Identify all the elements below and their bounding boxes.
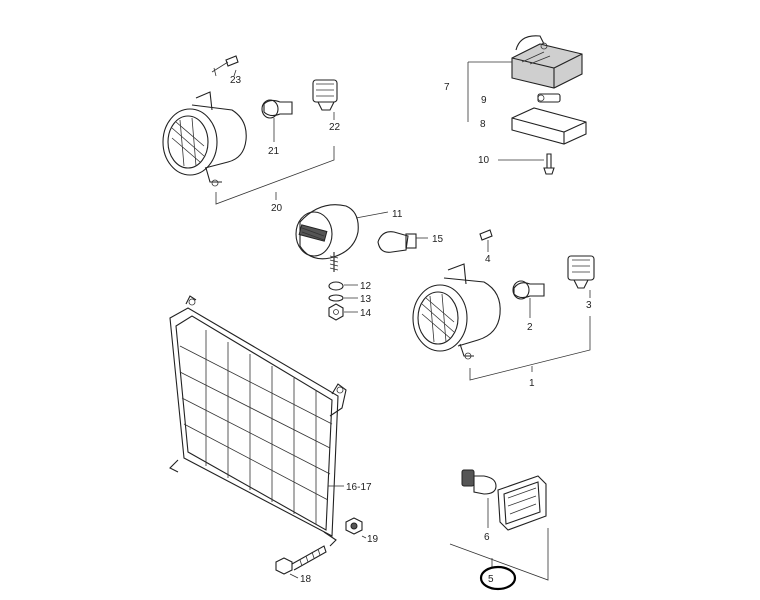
base-plate-8 <box>511 107 587 145</box>
label-5: 5 <box>488 574 494 585</box>
label-21: 21 <box>268 146 280 157</box>
fuse-9 <box>537 93 561 103</box>
label-22: 22 <box>329 122 341 133</box>
label-18: 18 <box>300 574 312 585</box>
label-7: 7 <box>444 82 450 93</box>
bulb-15 <box>377 231 417 253</box>
bulb-2 <box>512 280 545 300</box>
label-8: 8 <box>480 119 486 130</box>
label-16-17: 16-17 <box>346 482 372 493</box>
label-1: 1 <box>529 378 535 389</box>
label-14: 14 <box>360 308 372 319</box>
bracket-5 <box>449 528 549 581</box>
marker-lamp-11 <box>295 204 359 272</box>
highlight-circle-5 <box>479 565 517 591</box>
screw-23 <box>211 55 239 77</box>
label-11: 11 <box>392 209 403 220</box>
label-12: 12 <box>360 281 372 292</box>
label-19: 19 <box>367 534 379 545</box>
work-lamp-upper-left <box>162 91 247 187</box>
label-15: 15 <box>432 234 444 245</box>
work-lamp-right <box>412 263 501 360</box>
label-13: 13 <box>360 294 372 305</box>
relay-box-7 <box>511 35 583 89</box>
nuts-12-14 <box>328 281 344 321</box>
label-6: 6 <box>484 532 490 543</box>
label-23: 23 <box>230 75 242 86</box>
label-9: 9 <box>481 95 487 106</box>
label-20: 20 <box>271 203 283 214</box>
label-10: 10 <box>478 155 490 166</box>
screw-10 <box>543 153 555 175</box>
lamp-5 <box>497 475 547 531</box>
label-2: 2 <box>527 322 533 333</box>
bulb-6 <box>461 469 497 495</box>
socket-22 <box>312 79 338 111</box>
label-3: 3 <box>586 300 592 311</box>
nut-19 <box>345 517 363 535</box>
screw-4 <box>479 229 493 241</box>
bracket-1 <box>469 316 591 381</box>
label-4: 4 <box>485 254 491 265</box>
bolt-18 <box>275 545 327 575</box>
bracket-20 <box>215 146 335 205</box>
bulb-21 <box>261 99 293 119</box>
grille-guard-16-17 <box>169 295 347 547</box>
socket-3 <box>567 255 595 289</box>
